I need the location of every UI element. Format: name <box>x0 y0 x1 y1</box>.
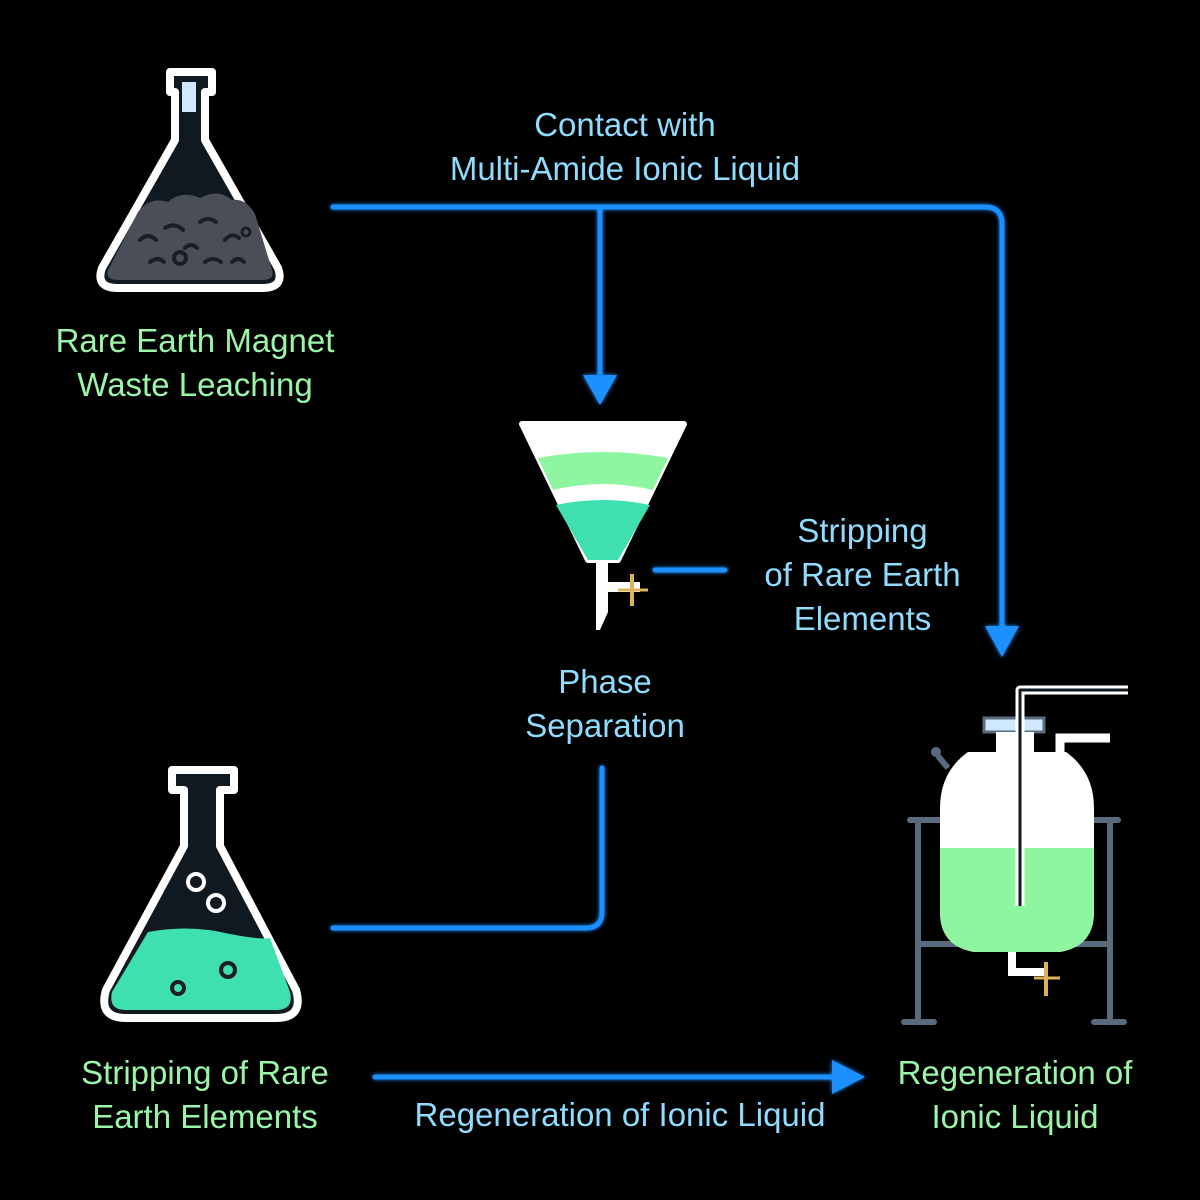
connectors <box>330 204 1005 1080</box>
arrowhead-to-regeneration <box>832 1060 865 1094</box>
edge-label-stripping: Stripping of Rare Earth Elements <box>730 509 995 641</box>
node-label-stripping-line1: Stripping of Rare <box>81 1054 329 1091</box>
node-label-separation-line1: Phase <box>558 663 652 700</box>
contact-arrow-line <box>330 204 1005 633</box>
node-label-stripping: Stripping of Rare Earth Elements <box>30 1051 380 1139</box>
separatory-funnel-icon <box>519 421 687 630</box>
arrowheads <box>583 375 1019 1094</box>
erlenmeyer-flask-with-solid-waste-icon <box>96 68 284 292</box>
node-label-leaching: Rare Earth Magnet Waste Leaching <box>20 319 370 407</box>
jacketed-reactor-vessel-icon <box>901 685 1128 1025</box>
node-label-leaching-line2: Waste Leaching <box>77 366 313 403</box>
node-label-regeneration: Regeneration of Ionic Liquid <box>860 1051 1170 1139</box>
arrowhead-to-reactor <box>985 626 1019 657</box>
erlenmeyer-flask-with-liquid-icon <box>100 766 302 1022</box>
node-label-stripping-line2: Earth Elements <box>92 1098 318 1135</box>
edge-label-stripping-line1: Stripping <box>797 512 928 549</box>
node-label-regeneration-line1: Regeneration of <box>897 1054 1133 1091</box>
edge-label-contact: Contact with Multi-Amide Ionic Liquid <box>375 103 875 191</box>
edge-label-contact-line2: Multi-Amide Ionic Liquid <box>449 150 801 187</box>
edge-label-stripping-line2: of Rare Earth <box>764 556 961 593</box>
edge-label-contact-line1: Contact with <box>534 106 716 143</box>
node-label-separation: Phase Separation <box>455 660 755 748</box>
node-label-regeneration-line2: Ionic Liquid <box>931 1098 1099 1135</box>
edge-label-regeneration: Regeneration of Ionic Liquid <box>370 1093 870 1137</box>
node-label-separation-line2: Separation <box>525 707 685 744</box>
edge-label-regeneration-text: Regeneration of Ionic Liquid <box>414 1096 826 1133</box>
edge-label-stripping-line3: Elements <box>793 600 932 637</box>
node-label-leaching-line1: Rare Earth Magnet <box>55 322 335 359</box>
separation-to-stripping-line <box>330 765 605 931</box>
arrowhead-to-funnel <box>583 375 617 405</box>
